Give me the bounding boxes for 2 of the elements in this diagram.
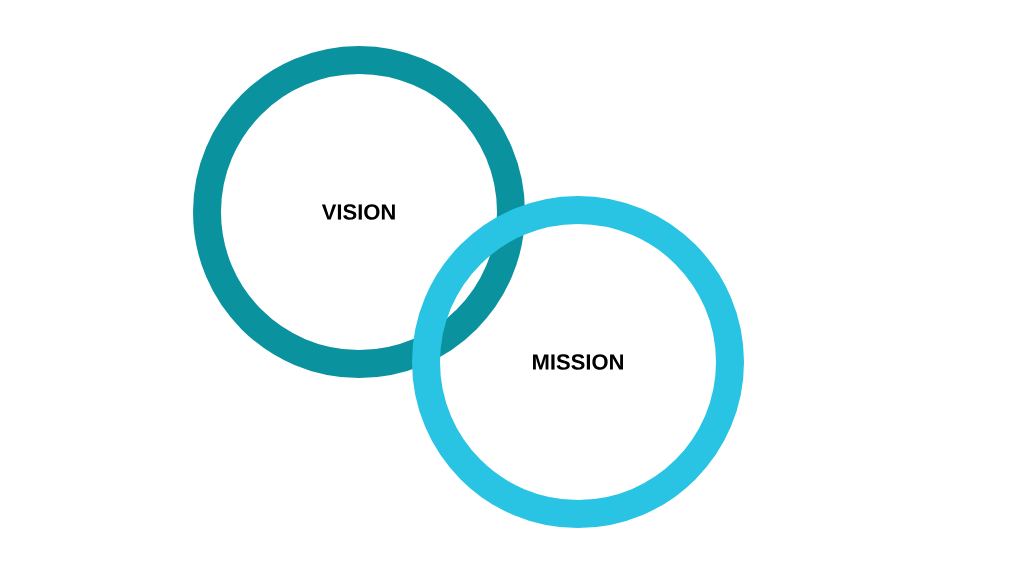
ring: VISION bbox=[193, 46, 525, 378]
ring: MISSION bbox=[412, 196, 744, 528]
